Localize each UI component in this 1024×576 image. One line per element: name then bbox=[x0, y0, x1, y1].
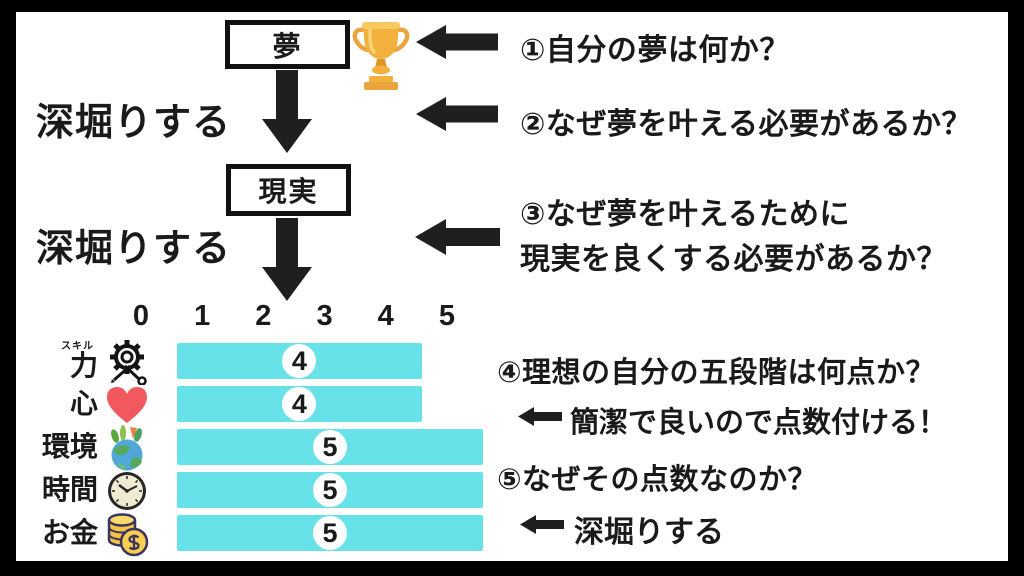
row-label: お金 bbox=[41, 516, 98, 548]
axis-tick: 4 bbox=[377, 300, 394, 332]
arrow-left-q4-note-icon bbox=[518, 407, 562, 426]
axis-tick: 3 bbox=[316, 300, 333, 332]
row-label: 力 bbox=[69, 349, 98, 381]
arrow-left-q2-icon bbox=[416, 97, 498, 131]
axis-tick: 2 bbox=[255, 300, 272, 332]
earth-icon bbox=[100, 425, 154, 471]
axis-tick: 0 bbox=[132, 300, 150, 332]
question-5: ⑤なぜその点数なのか？ bbox=[497, 464, 818, 496]
arrow-down-1-icon bbox=[262, 70, 312, 153]
row-label: 環境 bbox=[41, 430, 98, 462]
bar-value-badge: 4 bbox=[282, 387, 317, 421]
question-3-line2: 現実を良くする必要があるか？ bbox=[520, 243, 947, 276]
coins-icon bbox=[100, 511, 154, 557]
row-label: 時間 bbox=[41, 473, 98, 505]
clock-icon bbox=[100, 468, 154, 514]
question-3-line1: ③なぜ夢を叶えるために bbox=[520, 198, 851, 231]
dream-box-label: 夢 bbox=[272, 30, 303, 62]
trophy-icon bbox=[352, 20, 410, 92]
arrow-left-q1-icon bbox=[416, 25, 498, 59]
white-panel: 夢 ①自分の夢は何か？ 深堀りする ②な bbox=[16, 12, 1008, 561]
question-4: ④理想の自分の五段階は何点か？ bbox=[497, 357, 936, 389]
question-3: ③なぜ夢を叶えるために 現実を良くする必要があるか？ bbox=[520, 192, 947, 282]
heart-icon bbox=[100, 382, 154, 428]
question-1: ①自分の夢は何か？ bbox=[520, 34, 790, 67]
bar-value-badge: 5 bbox=[313, 430, 347, 464]
axis-tick: 5 bbox=[438, 300, 455, 332]
dig-deeper-label-top: 深堀りする bbox=[36, 102, 232, 144]
axis-tick: 1 bbox=[194, 300, 211, 332]
row-furigana: スキル bbox=[61, 340, 94, 352]
row-label: 心 bbox=[69, 387, 98, 419]
chart-row-heart: 心 4 bbox=[36, 386, 476, 423]
chart-axis: 0 1 2 3 4 5 bbox=[125, 300, 463, 333]
reality-box: 現実 bbox=[226, 164, 351, 216]
question-2: ②なぜ夢を叶える必要があるか？ bbox=[520, 108, 972, 141]
bar-value-badge: 5 bbox=[313, 516, 347, 550]
gear-tools-icon bbox=[100, 339, 154, 385]
arrow-left-q5-note-icon bbox=[520, 515, 564, 534]
chart-row-money: お金 5 bbox=[36, 513, 483, 557]
question-5-note: 深堀りする bbox=[574, 516, 724, 549]
bar-money: 5 bbox=[177, 515, 483, 551]
bar-heart: 4 bbox=[177, 386, 422, 422]
bar-skill: 4 bbox=[177, 343, 422, 379]
question-4-note: 簡潔で良いので点数付ける！ bbox=[570, 407, 948, 439]
arrow-down-2-icon bbox=[262, 218, 312, 301]
chart-row-time: 時間 5 bbox=[36, 472, 483, 510]
bar-value-badge: 5 bbox=[313, 473, 347, 507]
bar-environment: 5 bbox=[177, 429, 483, 465]
dream-box: 夢 bbox=[225, 20, 350, 69]
chart-row-skill: スキル 力 bbox=[36, 340, 476, 385]
bar-value-badge: 4 bbox=[282, 344, 317, 378]
bar-time: 5 bbox=[177, 472, 483, 508]
reality-box-label: 現実 bbox=[258, 176, 319, 207]
dig-deeper-label-bottom: 深堀りする bbox=[36, 228, 232, 270]
chart-row-environment: 環境 5 bbox=[36, 425, 483, 471]
arrow-left-q3-icon bbox=[415, 219, 500, 255]
